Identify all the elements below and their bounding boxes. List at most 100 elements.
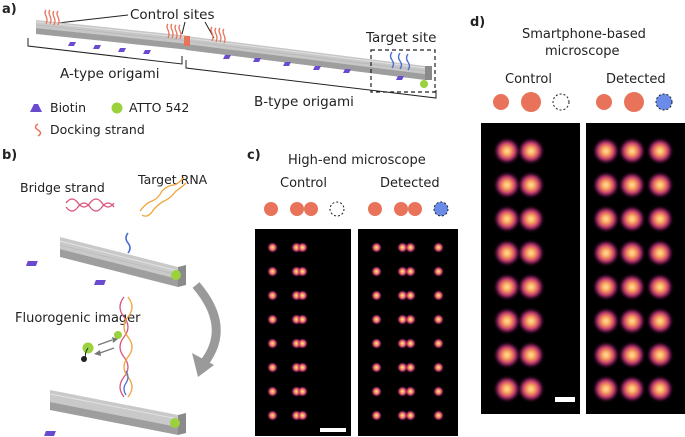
fluorescence-spot (649, 208, 671, 230)
process-arrow-head (192, 353, 214, 377)
fluorescence-spot (297, 338, 307, 348)
fluorescence-spot (267, 410, 277, 420)
upper-docking-strand (125, 232, 131, 254)
fluorescence-spot (291, 242, 301, 252)
c-detected-dot-2 (394, 202, 408, 216)
fluorescence-spot (405, 242, 415, 252)
panel-d-control-label: Control (505, 72, 552, 87)
fluorescence-spot (405, 314, 415, 324)
a-type-label: A-type origami (60, 66, 160, 82)
d-detected-dot-2 (624, 92, 644, 112)
fluorescence-spot (496, 276, 518, 298)
docking-strands-control (44, 9, 226, 44)
fluorescence-spot (595, 208, 617, 230)
d-control-dot-2 (521, 92, 541, 112)
fluorescence-spot (405, 290, 415, 300)
c-detected-dot-1 (368, 202, 382, 216)
fluorescence-spot (397, 338, 407, 348)
fluorescence-spot (520, 378, 542, 400)
fluorescence-spot (621, 174, 643, 196)
fluorescence-spot (291, 314, 301, 324)
process-arrow (192, 282, 221, 366)
panel-c-letter: c) (247, 148, 261, 163)
b-type-bracket (185, 60, 437, 99)
panel-c-title: High-end microscope (288, 153, 426, 168)
c-scale-bar (320, 428, 346, 432)
control-callout-line-2 (181, 21, 186, 35)
control-callout-line-1 (57, 14, 129, 24)
fluorescence-spot (267, 386, 277, 396)
d-control-empty-dot (552, 93, 570, 111)
biotins-b (223, 55, 404, 80)
fluorescence-spot (405, 362, 415, 372)
fluorescence-spot (267, 266, 277, 276)
d-detected-target-dot (655, 93, 673, 111)
c-control-dot-3 (304, 202, 318, 216)
fluorescence-spot (371, 362, 381, 372)
d-detected-dot-1 (596, 94, 612, 110)
fluorescence-spot (297, 314, 307, 324)
origami-bar-upper (59, 237, 186, 287)
c-detected-image (358, 229, 458, 436)
fluorescence-spot (496, 310, 518, 332)
fluorescence-spot (397, 266, 407, 276)
fluorescence-spot (371, 338, 381, 348)
fluorescence-spot (371, 386, 381, 396)
fluorescence-spot (496, 378, 518, 400)
fluorescence-spot (621, 140, 643, 162)
fluorescence-spot (397, 410, 407, 420)
fluorescence-spot (520, 344, 542, 366)
b-type-label: B-type origami (254, 94, 354, 110)
a-type-bracket (27, 38, 183, 65)
exchange-arrow-out (99, 347, 115, 354)
fluorescence-spot (496, 208, 518, 230)
fluorescence-spot (291, 266, 301, 276)
d-control-dot-1 (493, 94, 509, 110)
d-control-image (481, 123, 580, 414)
fluorescence-spot (649, 140, 671, 162)
fluorescence-spot (520, 242, 542, 264)
upper-biotin-1 (25, 261, 38, 266)
panel-b-schematic (25, 176, 221, 436)
fluorescence-spot (496, 344, 518, 366)
fluorescence-spot (520, 174, 542, 196)
fluorescence-spot (595, 310, 617, 332)
bridge-strand-helix (65, 198, 115, 212)
hybrid-helix (119, 296, 133, 398)
origami-bar-b (185, 36, 432, 80)
fluorescence-spot (595, 242, 617, 264)
fluorogenic-imager-label: Fluorogenic imager (15, 311, 141, 326)
fluorescence-spot (595, 174, 617, 196)
fluorescence-spot (621, 242, 643, 264)
fluorescence-spot (595, 276, 617, 298)
fluorescence-spot (433, 386, 443, 396)
fluorescence-spot (621, 276, 643, 298)
panel-d-legend-dots (493, 92, 673, 112)
biotin-legend-shape (30, 104, 42, 112)
docking-strands-target (389, 51, 411, 71)
d-scale-bar (555, 397, 575, 402)
panel-d-letter: d) (470, 15, 486, 30)
fluorescence-spot (297, 386, 307, 396)
fluorescence-spot (397, 242, 407, 252)
fluorescence-spot (520, 310, 542, 332)
fluorescence-spot (371, 242, 381, 252)
junction-marker (184, 36, 190, 46)
c-control-image (255, 229, 351, 436)
fluorescence-spot (297, 410, 307, 420)
fluorescence-spot (595, 140, 617, 162)
fluorescence-spot (267, 290, 277, 300)
d-detected-image (586, 123, 685, 414)
fluorescence-spot (405, 266, 415, 276)
c-detected-dot-3 (408, 202, 422, 216)
fluorescence-spot (520, 140, 542, 162)
fluorescence-spot (291, 386, 301, 396)
fluorescence-spot (520, 208, 542, 230)
panel-b-letter: b) (2, 148, 18, 163)
fluorescence-spot (433, 338, 443, 348)
control-sites-label: Control sites (130, 7, 215, 23)
fluorescence-spot (291, 410, 301, 420)
fluorescence-spot (649, 344, 671, 366)
c-detected-target-dot (433, 201, 449, 217)
panel-a-letter: a) (2, 2, 17, 17)
